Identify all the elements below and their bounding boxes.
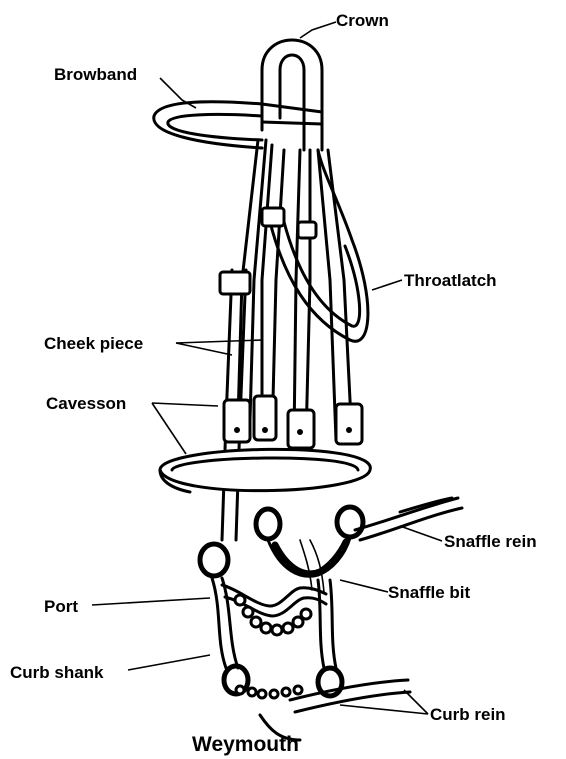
label-curb-rein: Curb rein <box>430 706 506 723</box>
snaffle-bit-mouthpiece <box>268 538 350 592</box>
label-browband: Browband <box>54 66 137 83</box>
leader-snaffle-bit <box>340 580 388 592</box>
leader-curb-rein-2 <box>404 690 428 714</box>
leader-cheek-2 <box>176 340 262 343</box>
throatlatch-strap <box>270 150 368 341</box>
leader-cheek-1 <box>176 343 232 355</box>
leader-curb-shank <box>128 655 210 670</box>
cavesson-noseband <box>160 449 370 492</box>
label-throatlatch: Throatlatch <box>404 272 497 289</box>
label-snaffle-bit: Snaffle bit <box>388 584 470 601</box>
label-port: Port <box>44 598 78 615</box>
leader-throatlatch <box>372 280 402 290</box>
leader-crown <box>300 22 336 38</box>
leader-cavesson-1 <box>152 403 218 406</box>
leader-snaffle-rein <box>400 526 442 541</box>
label-snaffle-rein: Snaffle rein <box>444 533 537 550</box>
leader-lines <box>92 22 442 714</box>
label-cheek-piece: Cheek piece <box>44 335 143 352</box>
leader-curb-rein-1 <box>340 705 428 714</box>
leader-port <box>92 598 210 605</box>
crown-piece <box>262 40 322 150</box>
snaffle-rings <box>256 507 363 539</box>
leader-cavesson-2 <box>152 403 186 454</box>
label-cavesson: Cavesson <box>46 395 126 412</box>
label-crown: Crown <box>336 12 389 29</box>
browband-strap <box>154 102 322 148</box>
diagram-title: Weymouth <box>192 734 299 755</box>
label-curb-shank: Curb shank <box>10 664 104 681</box>
